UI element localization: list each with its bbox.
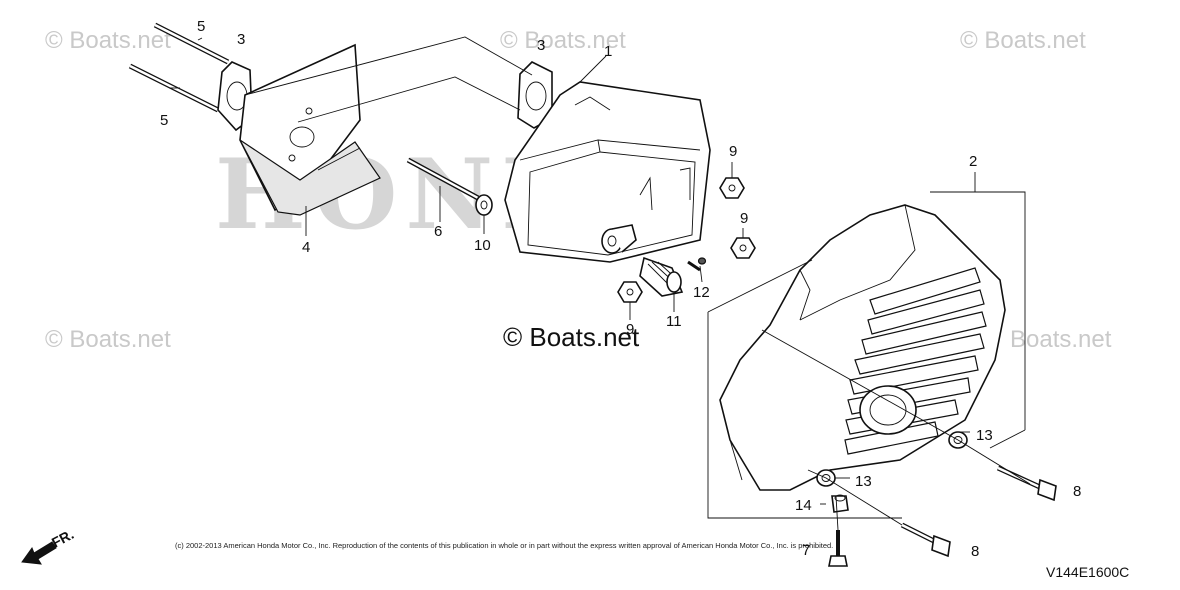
watermark-center: © Boats.net xyxy=(503,322,640,352)
muffler-protector xyxy=(239,43,381,216)
callout-3b: 3 xyxy=(537,37,545,54)
watermark-mid-right: Boats.net xyxy=(1010,326,1112,353)
callout-6: 6 xyxy=(434,223,442,240)
front-direction-indicator: FR. xyxy=(21,526,76,565)
flange-nut-9-middle xyxy=(730,237,756,259)
flange-nut-9-lower xyxy=(617,281,643,303)
flange-nut-9-upper xyxy=(719,177,745,199)
screw-12 xyxy=(687,257,707,272)
callout-5a: 5 xyxy=(197,18,205,35)
callout-14: 14 xyxy=(795,497,812,514)
callout-12: 12 xyxy=(693,284,710,301)
diagram-code: V144E1600C xyxy=(1046,564,1129,580)
muffler-cover xyxy=(719,204,1006,491)
callout-10: 10 xyxy=(474,237,491,254)
flange-bolt-7 xyxy=(828,530,848,567)
callout-3a: 3 xyxy=(237,31,245,48)
callout-4: 4 xyxy=(302,239,310,256)
stud-bolt-upper xyxy=(153,22,230,65)
callout-7: 7 xyxy=(802,542,810,559)
spark-arrester xyxy=(639,256,684,297)
callout-13a: 13 xyxy=(976,427,993,444)
callout-5b: 5 xyxy=(160,112,168,129)
callout-13b: 13 xyxy=(855,473,872,490)
callout-11: 11 xyxy=(666,313,682,330)
callout-8a: 8 xyxy=(1073,483,1081,500)
grommet-14 xyxy=(831,494,849,513)
watermark-top-left: © Boats.net xyxy=(45,27,171,54)
flange-bolt-8-lower xyxy=(900,522,951,558)
callout-9b: 9 xyxy=(740,210,748,227)
assembly-lines xyxy=(169,36,1031,531)
flange-bolt-8-upper xyxy=(996,465,1057,502)
muffler xyxy=(504,81,711,263)
copyright-notice: (c) 2002-2013 American Honda Motor Co., … xyxy=(175,541,833,550)
callout-1: 1 xyxy=(604,43,612,60)
callout-2: 2 xyxy=(969,153,977,170)
stud-bolt-6 xyxy=(406,157,480,201)
washer-10 xyxy=(475,194,493,216)
watermark-top-right: © Boats.net xyxy=(960,27,1086,54)
callout-9a: 9 xyxy=(729,143,737,160)
watermark-mid-left: © Boats.net xyxy=(45,326,171,353)
callout-8b: 8 xyxy=(971,543,979,560)
front-arrow-icon xyxy=(21,541,57,565)
exhaust-gasket-right xyxy=(517,61,553,129)
watermark-top-middle: © Boats.net xyxy=(500,27,626,54)
callout-9c: 9 xyxy=(626,321,634,338)
